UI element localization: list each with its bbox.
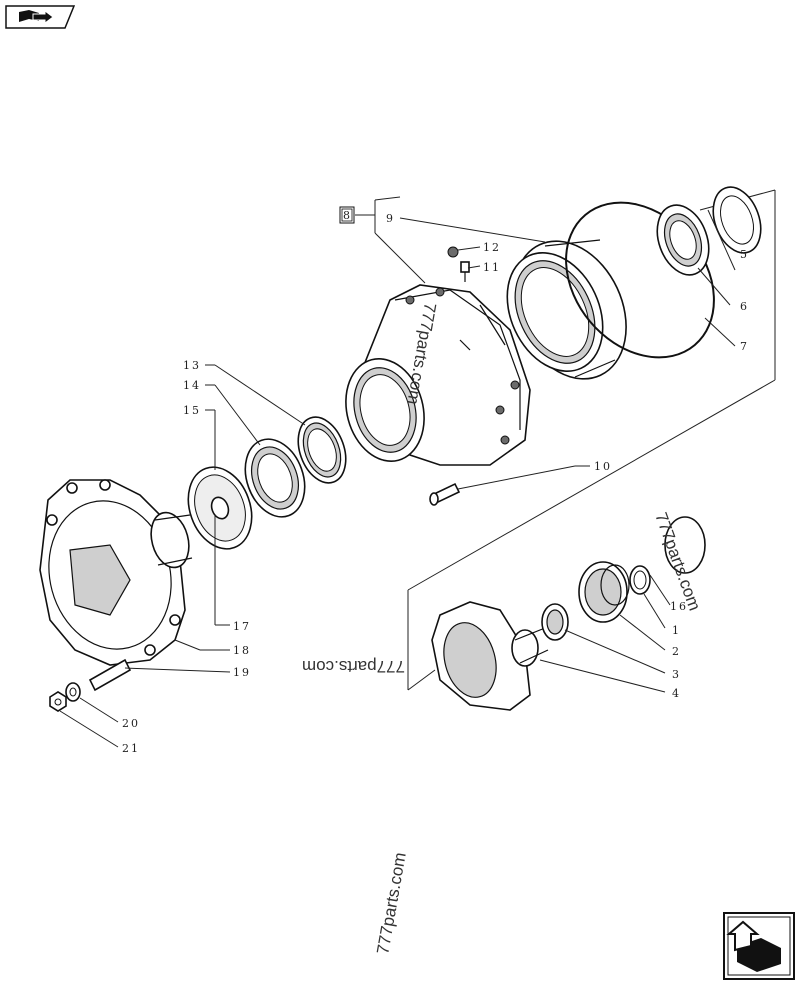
callout-2: 2 — [672, 645, 681, 658]
callout-9: 9 — [386, 212, 395, 225]
leader-lines — [59, 196, 736, 748]
part-bolt — [429, 482, 461, 506]
callout-15: 15 — [183, 404, 201, 417]
part-grease-fitting — [460, 261, 470, 282]
callout-10: 10 — [594, 460, 612, 473]
callout-3: 3 — [672, 668, 681, 681]
group-reference-box — [339, 206, 355, 224]
part-sleeve — [541, 603, 569, 641]
callout-21: 21 — [122, 742, 140, 755]
callout-14: 14 — [183, 379, 201, 392]
part-seal — [187, 466, 253, 550]
part-spacer-ring — [629, 565, 651, 595]
part-hub-housing — [345, 284, 531, 466]
callout-labels: 1 2 3 4 5 6 7 8 9 10 11 12 13 14 15 16 1… — [122, 209, 749, 755]
part-washer — [65, 682, 81, 702]
callout-20: 20 — [122, 717, 140, 730]
part-planet-carrier — [431, 601, 549, 711]
part-plug — [447, 246, 459, 258]
callout-1: 1 — [672, 624, 681, 637]
part-wheel-hub — [39, 479, 193, 666]
callout-18: 18 — [233, 644, 251, 657]
part-ring-nut — [712, 186, 762, 254]
watermark-3: 777parts.com — [302, 657, 405, 676]
part-snap-ring — [664, 516, 706, 574]
callout-6: 6 — [740, 300, 749, 313]
part-taper-bearing — [244, 438, 306, 518]
nav-prev-button[interactable] — [5, 5, 76, 29]
callout-17: 17 — [233, 620, 251, 633]
page-next-icon — [723, 912, 795, 980]
callout-11: 11 — [483, 261, 501, 274]
book-arrow-icon — [5, 5, 76, 29]
part-seal-ring — [297, 416, 347, 484]
callout-8: 8 — [343, 209, 352, 222]
callout-12: 12 — [483, 241, 501, 254]
callout-13: 13 — [183, 359, 201, 372]
part-bearing — [656, 204, 710, 276]
callout-16: 16 — [670, 600, 688, 613]
callout-4: 4 — [672, 687, 681, 700]
callout-7: 7 — [740, 340, 749, 353]
part-stud — [88, 658, 132, 692]
callout-5: 5 — [740, 248, 749, 261]
part-ring-gear — [506, 239, 627, 380]
watermark-2: 777parts.com — [651, 510, 704, 613]
callout-19: 19 — [233, 666, 251, 679]
nav-next-button[interactable] — [723, 912, 795, 980]
watermark-4: 777parts.com — [373, 851, 410, 956]
part-nut — [49, 691, 67, 712]
part-sun-gear — [578, 561, 630, 623]
